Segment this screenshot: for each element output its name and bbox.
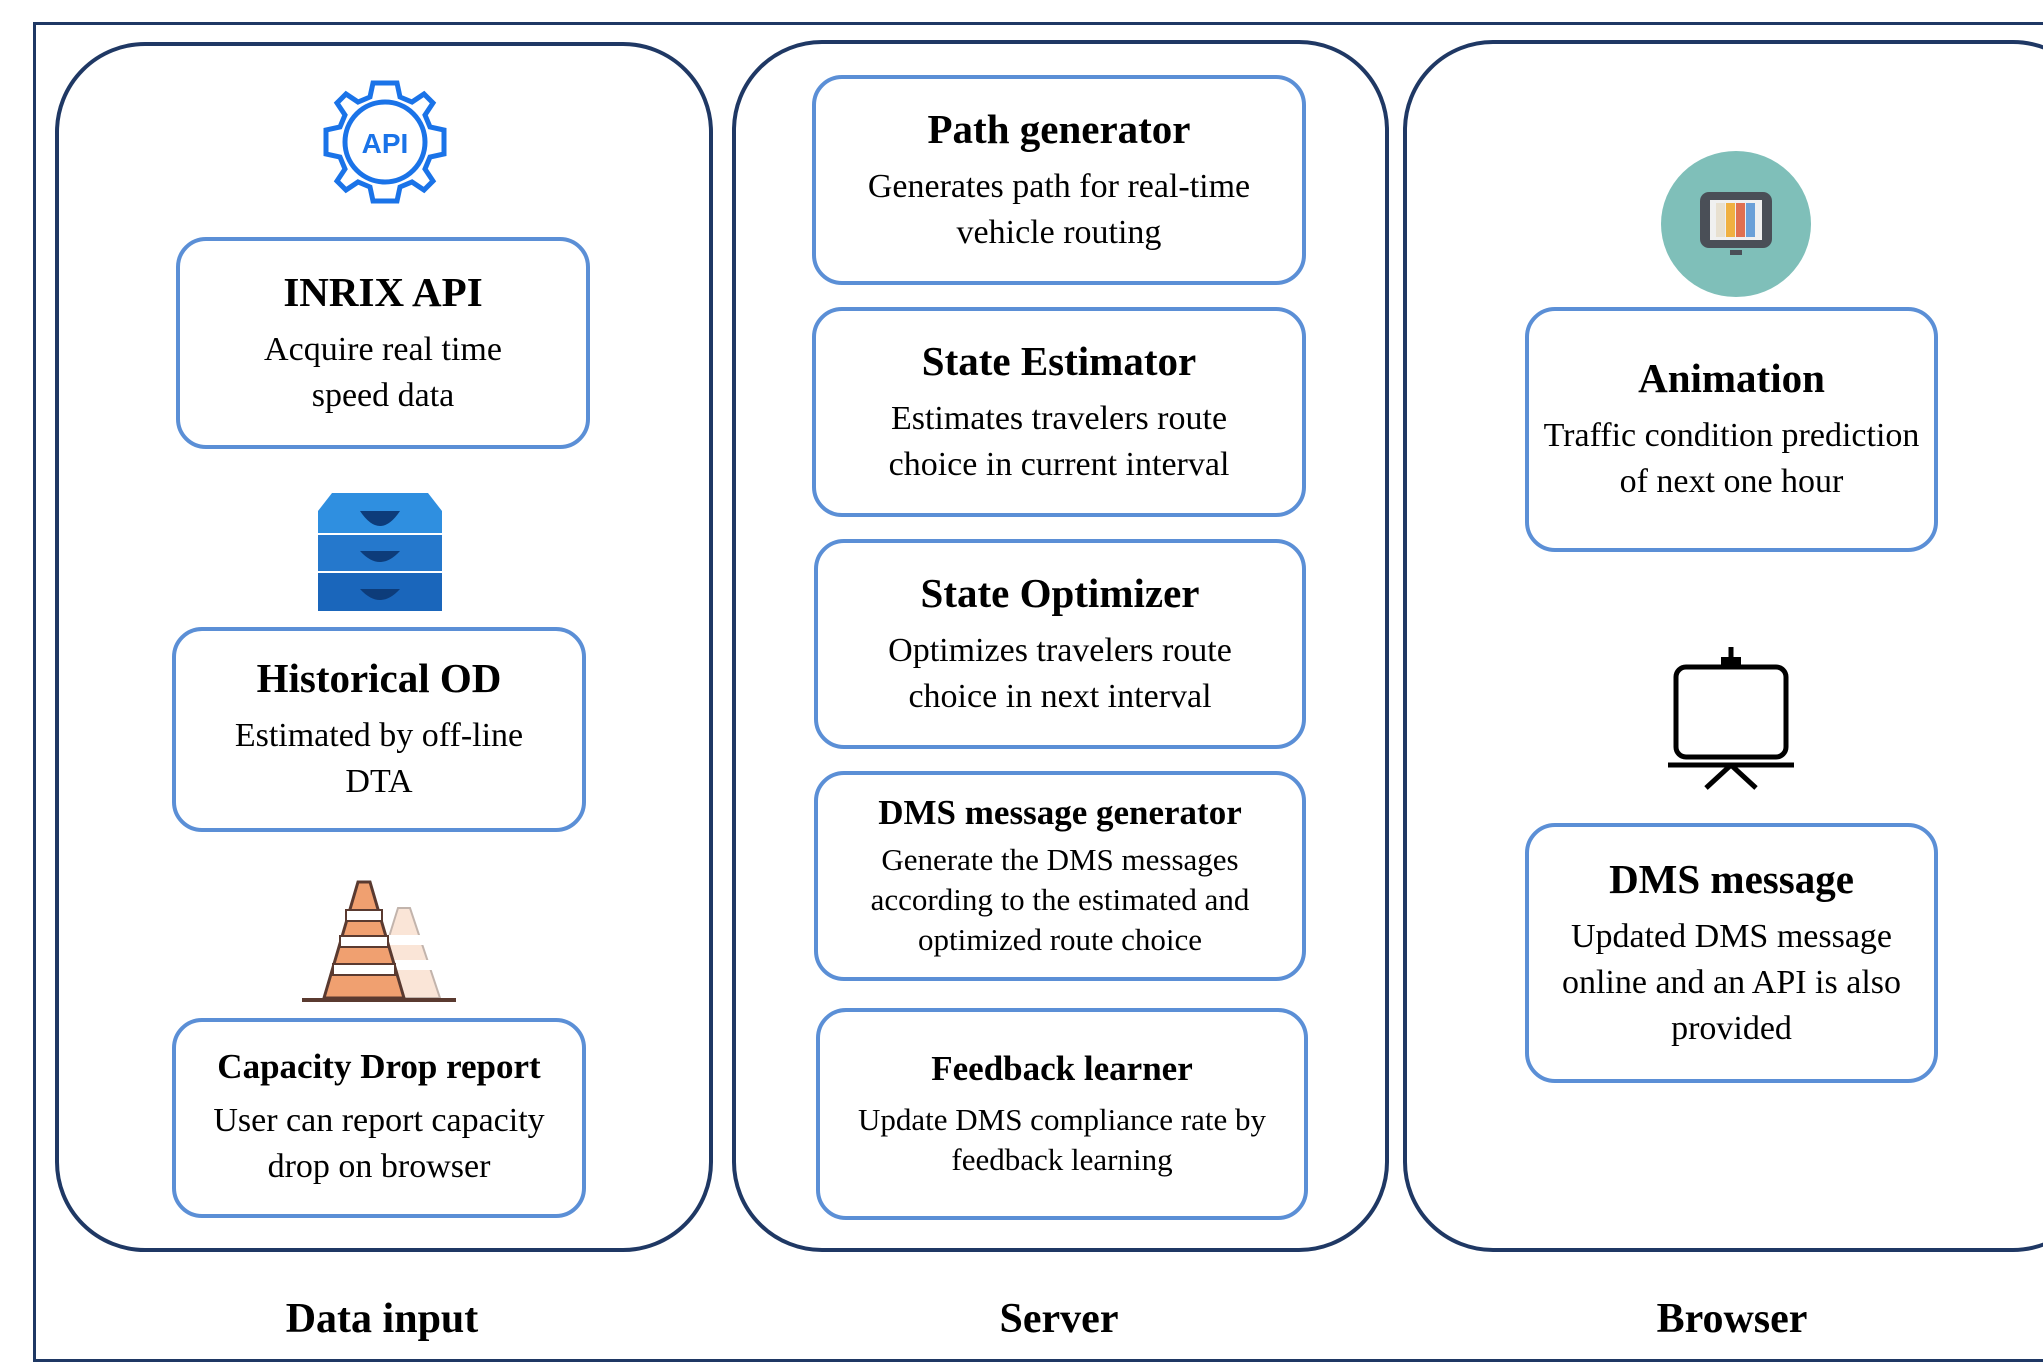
historical-od-title: Historical OD	[256, 655, 502, 702]
browser-column	[1403, 40, 2043, 1252]
tv-icon	[1661, 151, 1811, 297]
path-generator-title: Path generator	[927, 105, 1191, 152]
animation-box: Animation Traffic condition prediction o…	[1525, 307, 1938, 552]
presentation-board-icon	[1668, 647, 1794, 790]
dms-message-box: DMS message Updated DMS message online a…	[1525, 823, 1938, 1083]
inrix-api-box: INRIX API Acquire real time speed data	[176, 237, 590, 449]
capacity-drop-desc: User can report capacity drop on browser	[213, 1102, 545, 1185]
feedback-learner-box: Feedback learner Update DMS compliance r…	[816, 1008, 1308, 1220]
historical-od-box: Historical OD Estimated by off-line DTA	[172, 627, 586, 832]
state-optimizer-desc: Optimizes travelers route choice in next…	[888, 631, 1232, 715]
drawer-cabinet-icon	[318, 493, 442, 611]
inrix-api-title: INRIX API	[283, 268, 483, 315]
state-optimizer-title: State Optimizer	[920, 569, 1200, 616]
state-optimizer-box: State Optimizer Optimizes travelers rout…	[814, 539, 1306, 749]
browser-label: Browser	[1656, 1296, 1808, 1342]
dms-message-desc: Updated DMS message online and an API is…	[1561, 917, 1902, 1047]
state-estimator-desc: Estimates travelers route choice in curr…	[888, 399, 1230, 483]
server-column	[732, 40, 1389, 1252]
dms-message-title: DMS message	[1609, 855, 1854, 902]
path-generator-box: Path generator Generates path for real-t…	[812, 75, 1306, 285]
path-generator-desc: Generates path for real-time vehicle rou…	[867, 167, 1251, 251]
api-icon-text: API	[362, 128, 409, 159]
historical-od-desc: Estimated by off-line DTA	[234, 717, 524, 801]
state-estimator-box: State Estimator Estimates travelers rout…	[812, 307, 1306, 517]
animation-desc: Traffic condition prediction of next one…	[1543, 417, 1920, 501]
dms-message-generator-desc: Generate the DMS messages according to t…	[870, 841, 1250, 958]
dms-message-generator-title: DMS message generator	[878, 792, 1242, 832]
dms-message-generator-box: DMS message generator Generate the DMS m…	[814, 771, 1306, 981]
feedback-learner-title: Feedback learner	[931, 1048, 1193, 1088]
server-label: Server	[999, 1296, 1119, 1342]
state-estimator-title: State Estimator	[921, 337, 1197, 384]
data-input-label: Data input	[285, 1296, 479, 1342]
feedback-learner-desc: Update DMS compliance rate by feedback l…	[857, 1101, 1267, 1177]
inrix-api-desc: Acquire real time speed data	[264, 330, 502, 414]
data-input-column	[55, 42, 713, 1252]
capacity-drop-title: Capacity Drop report	[217, 1047, 541, 1087]
traffic-cone-icon	[302, 880, 456, 1002]
capacity-drop-box: Capacity Drop report User can report cap…	[172, 1018, 586, 1218]
api-gear-icon: API	[323, 80, 447, 204]
animation-title: Animation	[1638, 355, 1825, 402]
